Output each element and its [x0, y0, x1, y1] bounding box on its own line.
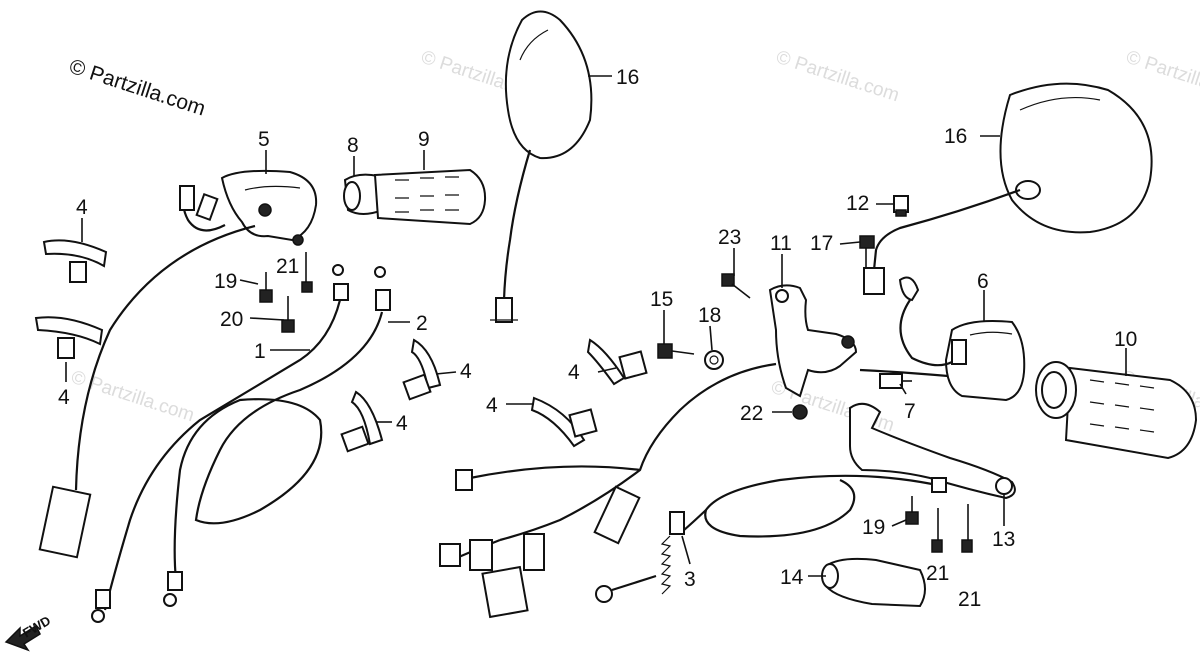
callout-1: 1 [254, 340, 266, 363]
part-1-throttle-cable-a[interactable] [91, 264, 349, 623]
part-4-clamp-right-upper[interactable] [586, 338, 648, 386]
callout-16-left: 16 [616, 66, 639, 89]
callout-4-c: 4 [460, 360, 472, 383]
callout-8: 8 [347, 134, 359, 157]
callout-19-left: 19 [214, 270, 237, 293]
part-16-left-mirror[interactable] [490, 10, 593, 323]
watermark-3: © Partzilla.com [1123, 47, 1200, 107]
part-4-clamp-right-lower[interactable] [530, 396, 598, 448]
watermark-2: © Partzilla.com [773, 47, 901, 107]
part-18-nut[interactable] [704, 350, 724, 370]
part-16-right-mirror[interactable] [863, 82, 1153, 295]
fwd-arrow-icon: FWD [4, 613, 53, 652]
part-4-clamp-center-2[interactable] [340, 390, 384, 453]
callout-16-right: 16 [944, 125, 967, 148]
copyright-notice: © Partzilla.com [66, 55, 208, 121]
callout-12: 12 [846, 192, 869, 215]
callout-22: 22 [740, 402, 763, 425]
part-11-lever-holder[interactable] [768, 284, 858, 398]
part-23-screw[interactable] [721, 273, 751, 299]
callout-4-d: 4 [396, 412, 408, 435]
callout-18: 18 [698, 304, 721, 327]
callout-21-left: 21 [276, 255, 299, 278]
part-4-clamp-upper-left[interactable] [42, 239, 108, 283]
callout-9: 9 [418, 128, 430, 151]
callout-23: 23 [718, 226, 741, 249]
callout-17: 17 [810, 232, 833, 255]
leader-lines [65, 75, 1127, 577]
callout-4-a: 4 [76, 196, 88, 219]
callout-19-right: 19 [862, 516, 885, 539]
callout-5: 5 [258, 128, 270, 151]
callout-14: 14 [780, 566, 804, 589]
callout-3: 3 [684, 568, 696, 591]
part-19-screw-left[interactable] [259, 272, 273, 303]
part-3-clutch-cable[interactable] [595, 474, 947, 603]
callout-2: 2 [416, 312, 428, 335]
callout-10: 10 [1114, 328, 1137, 351]
part-4-clamp-lower-left[interactable] [34, 316, 104, 359]
part-5-wiring [38, 185, 256, 559]
part-17-bolt[interactable] [859, 235, 875, 268]
part-21-screw-left[interactable] [301, 252, 313, 293]
callout-21-right-a: 21 [926, 562, 949, 585]
callout-6: 6 [977, 270, 989, 293]
part-20-screw[interactable] [281, 296, 295, 333]
callout-20: 20 [220, 308, 243, 331]
part-4-clamp-center-1[interactable] [402, 338, 442, 401]
part-5-left-switch[interactable] [220, 169, 318, 246]
part-7-switch[interactable] [879, 373, 912, 389]
callout-labels: 5 8 9 16 16 4 4 19 21 20 1 2 4 4 4 4 23 … [58, 66, 1137, 611]
callout-7: 7 [904, 400, 916, 423]
callout-21-right-b: 21 [958, 588, 981, 611]
part-15-bolt[interactable] [657, 343, 695, 359]
callout-4-e: 4 [568, 361, 580, 384]
callout-4-b: 4 [58, 386, 70, 409]
part-22-nut[interactable] [792, 404, 808, 420]
callout-11: 11 [770, 232, 792, 255]
part-6-right-switch[interactable] [898, 276, 1026, 402]
part-10-right-grip[interactable] [1035, 361, 1198, 460]
part-21-screw-right-a[interactable] [931, 508, 943, 553]
part-14-cover[interactable] [821, 557, 926, 608]
callout-13: 13 [992, 528, 1015, 551]
part-19-screw-right[interactable] [905, 496, 919, 525]
part-2-throttle-cable-b[interactable] [163, 266, 391, 607]
wiring-harness[interactable] [439, 362, 949, 619]
callout-15: 15 [650, 288, 673, 311]
part-9-left-grip[interactable] [373, 168, 487, 226]
part-21-screw-right-b[interactable] [961, 504, 973, 553]
part-12-cap[interactable] [893, 195, 909, 217]
callout-4-f: 4 [486, 394, 498, 417]
